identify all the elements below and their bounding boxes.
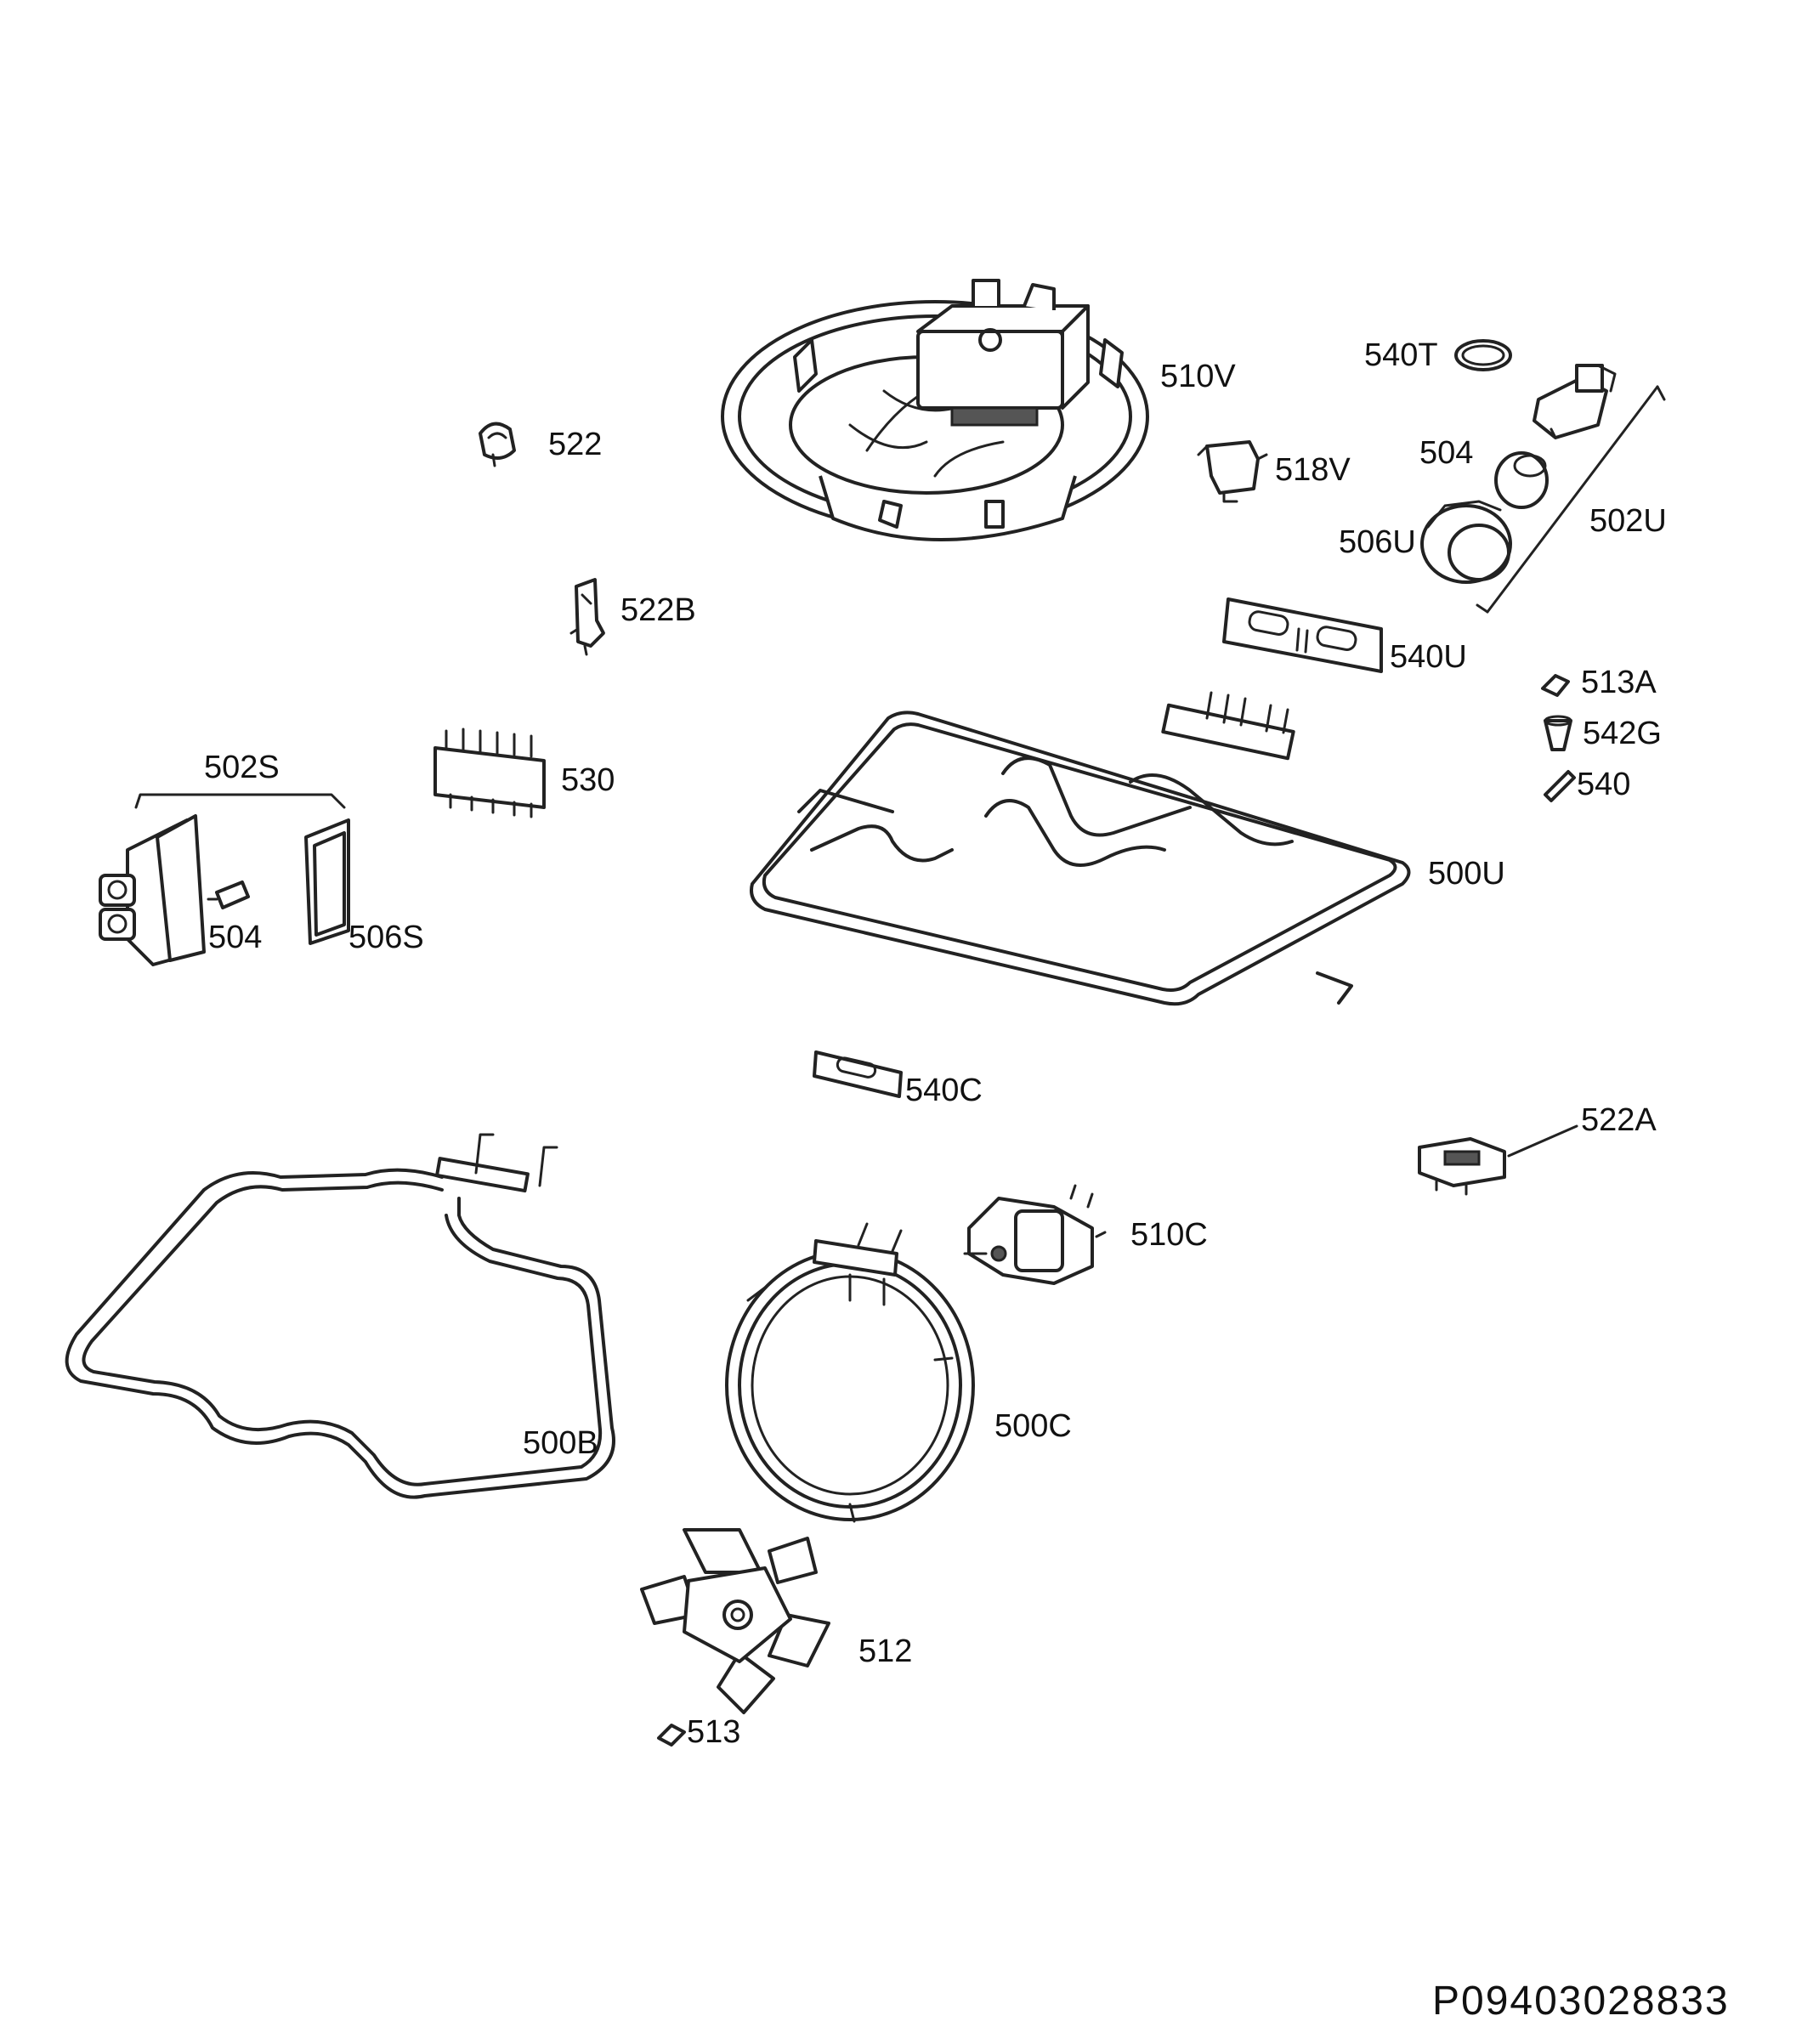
label-510V: 510V (1160, 359, 1236, 394)
label-504-left: 504 (208, 920, 262, 955)
label-500B: 500B (523, 1425, 598, 1461)
label-518V: 518V (1275, 452, 1351, 488)
part-540T-gasket (1454, 339, 1512, 371)
group-bracket-502U-ends (1476, 385, 1666, 614)
part-513-nut (657, 1724, 686, 1747)
part-542G-plug (1544, 715, 1572, 751)
label-510C: 510C (1130, 1217, 1208, 1253)
part-522B-switch (569, 578, 605, 656)
label-542G: 542G (1583, 716, 1662, 751)
part-512-fan-blade (640, 1528, 830, 1714)
label-530: 530 (561, 762, 615, 798)
label-502S: 502S (204, 750, 280, 785)
part-513A-screw (1541, 674, 1570, 697)
part-518V-bracket (1197, 440, 1268, 503)
part-500U-top-heating-element (750, 691, 1411, 1006)
part-510C-motor (963, 1184, 1107, 1285)
group-bracket-502S (134, 793, 346, 809)
label-540U: 540U (1390, 639, 1467, 675)
leader-522A (1507, 1124, 1578, 1158)
part-500B-bottom-heating-element (65, 1133, 615, 1499)
label-506U: 506U (1339, 524, 1416, 560)
part-500C-ring-heating-element (725, 1222, 975, 1523)
part-502U-lamp-holder (1533, 364, 1617, 439)
part-506U-lamp-cover (1420, 500, 1512, 584)
label-540T: 540T (1364, 337, 1438, 373)
label-513A: 513A (1581, 665, 1657, 700)
part-540U-gasket (1222, 597, 1383, 673)
part-502S-lamp-housing (99, 814, 206, 966)
drawing-code: P09403028833 (1432, 1979, 1730, 2024)
label-506S: 506S (348, 920, 424, 955)
part-530-terminal-block (433, 728, 546, 818)
part-522-clip (479, 422, 516, 467)
label-522: 522 (548, 427, 602, 462)
part-504-bulb-left (207, 880, 250, 909)
part-504-bulb-top (1494, 451, 1549, 509)
label-522B: 522B (620, 592, 696, 628)
label-504-top: 504 (1419, 435, 1473, 471)
label-540: 540 (1577, 767, 1630, 802)
label-512: 512 (858, 1634, 912, 1669)
part-540C-gasket (813, 1050, 903, 1098)
part-522A-thermostat (1418, 1137, 1506, 1196)
label-540C: 540C (905, 1073, 983, 1108)
part-506S-lamp-cover (304, 818, 350, 945)
part-510V-fan-housing (721, 279, 1149, 541)
label-502U: 502U (1589, 503, 1667, 539)
label-522A: 522A (1581, 1102, 1657, 1138)
label-500U: 500U (1428, 856, 1505, 892)
label-513: 513 (687, 1714, 740, 1750)
part-540-pin (1544, 770, 1576, 802)
label-500C: 500C (994, 1408, 1072, 1444)
group-bracket-502U (1486, 385, 1659, 614)
